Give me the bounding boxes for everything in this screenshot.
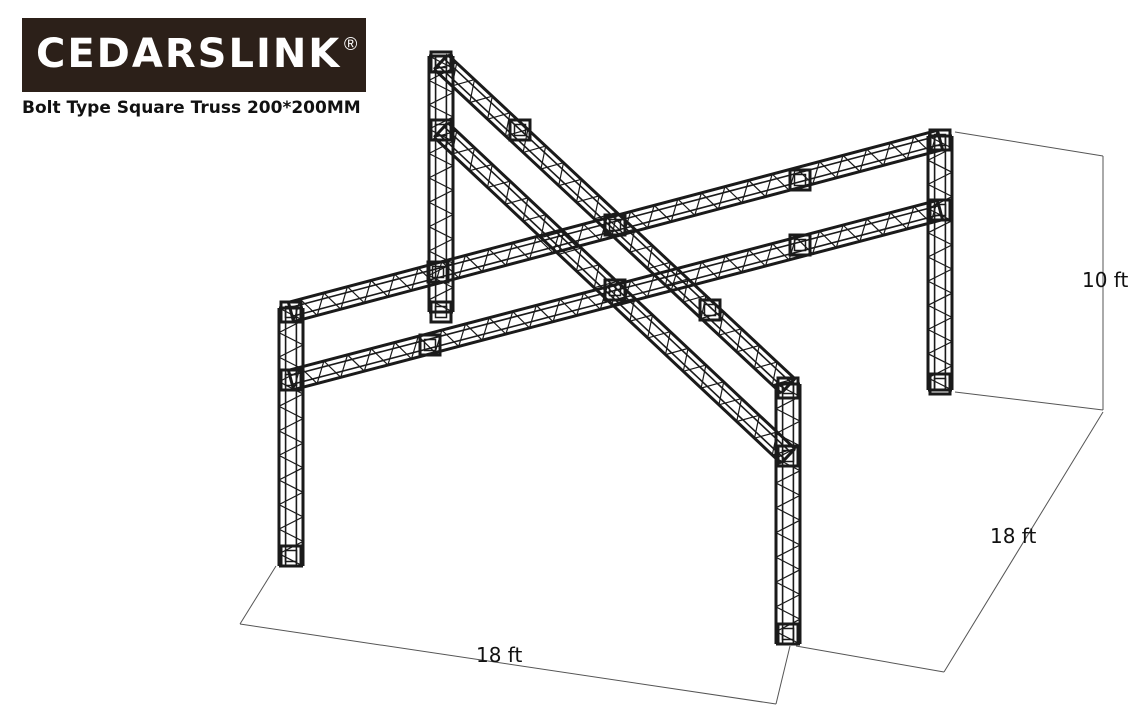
node-back-right-mid-inner — [933, 203, 947, 217]
left-right-lower-beam-chord — [293, 218, 943, 392]
node-splice-e-inner — [513, 123, 527, 137]
left-right-upper-beam-end-plate — [286, 301, 296, 323]
depth-extension-front — [795, 645, 945, 673]
node-back-right-foot — [928, 372, 952, 396]
node-front-left-foot-inner — [284, 549, 298, 563]
node-front-right-mid-inner — [781, 449, 795, 463]
node-splice-b-inner — [793, 173, 807, 187]
front-right-leg-lacing — [774, 383, 802, 645]
depth-dimension-label: 18 ft — [990, 524, 1037, 548]
node-splice-f — [698, 298, 722, 322]
cross-upper-beam-chord — [437, 64, 786, 390]
node-front-right-mid — [776, 444, 800, 468]
node-splice-c — [418, 333, 442, 357]
cross-lower-beam-chord — [446, 121, 796, 450]
width-extension-left — [239, 565, 277, 625]
cross-upper-beam-end-plate — [780, 377, 796, 395]
height-extension-bottom — [954, 391, 1104, 411]
node-center-upper-inner — [608, 218, 622, 232]
left-right-lower-beam-end-plate — [287, 369, 295, 391]
node-back-right-foot-inner — [933, 377, 947, 391]
cross-lower-beam-chord — [437, 132, 786, 460]
node-front-left-foot — [279, 544, 303, 568]
dimension-lines — [239, 131, 1104, 705]
left-right-lower-beam-chord — [289, 204, 940, 377]
node-back-left-mid — [429, 118, 453, 142]
left-right-upper-beam-chord — [289, 134, 940, 309]
node-splice-c-inner — [423, 338, 437, 352]
cross-lower-beam-chord — [443, 126, 792, 454]
back-left-leg-lacing — [427, 55, 455, 313]
cross-upper-beam-chord — [433, 68, 783, 395]
node-back-left-top — [429, 50, 453, 74]
node-front-right-top — [776, 376, 800, 400]
node-splice-d-inner — [793, 238, 807, 252]
back-right-leg-lacing — [926, 135, 954, 391]
width-extension-right — [775, 645, 791, 705]
node-splice-e — [508, 118, 532, 142]
node-splice-a-inner — [431, 265, 445, 279]
height-dimension-label: 10 ft — [1082, 268, 1129, 292]
left-right-upper-beam-end-plate — [935, 129, 945, 151]
width-dimension-line — [239, 623, 777, 705]
front-left-leg-lacing — [277, 307, 305, 567]
depth-dimension-line — [943, 411, 1104, 673]
left-right-upper-beam-lacing — [293, 130, 938, 322]
registered-mark: ® — [344, 34, 358, 54]
width-dimension-label: 18 ft — [476, 643, 523, 667]
cross-lower-beam — [433, 121, 796, 465]
front-left-leg — [277, 306, 305, 568]
node-splice-f-inner — [703, 303, 717, 317]
product-subtitle: Bolt Type Square Truss 200*200MM — [22, 98, 361, 118]
brand-logo: CEDARSLINK ® — [22, 18, 366, 92]
node-back-right-top-inner — [933, 133, 947, 147]
node-back-right-mid — [928, 198, 952, 222]
node-center-lower-inner — [608, 283, 622, 297]
node-front-left-mid — [279, 368, 303, 392]
height-extension-top — [954, 131, 1104, 157]
cross-upper-beam-chord — [446, 53, 796, 380]
truss-frame — [277, 50, 954, 646]
node-back-left-foot-inner — [434, 305, 448, 319]
node-front-left-mid-inner — [284, 373, 298, 387]
node-back-left-foot — [429, 300, 453, 324]
node-front-right-foot-inner — [781, 627, 795, 641]
node-splice-a — [426, 260, 450, 284]
logo-text: CEDARSLINK — [36, 31, 342, 77]
front-right-leg — [774, 382, 802, 646]
node-front-left-top — [279, 300, 303, 324]
node-front-right-top-inner — [781, 381, 795, 395]
cross-lower-beam-lacing — [434, 130, 795, 456]
cross-upper-beam — [433, 53, 796, 395]
node-splice-b — [788, 168, 812, 192]
cross-upper-beam-lacing — [434, 62, 795, 386]
cross-upper-beam-chord — [443, 58, 792, 384]
node-front-right-foot — [776, 622, 800, 646]
node-splice-d — [788, 233, 812, 257]
node-center-upper — [603, 213, 627, 237]
node-center-lower — [603, 278, 627, 302]
node-back-right-top — [928, 128, 952, 152]
node-front-left-top-inner — [284, 305, 298, 319]
left-right-lower-beam-end-plate — [936, 199, 944, 221]
node-back-left-mid-inner — [434, 123, 448, 137]
node-back-left-top-inner — [434, 55, 448, 69]
back-right-leg — [926, 134, 954, 392]
